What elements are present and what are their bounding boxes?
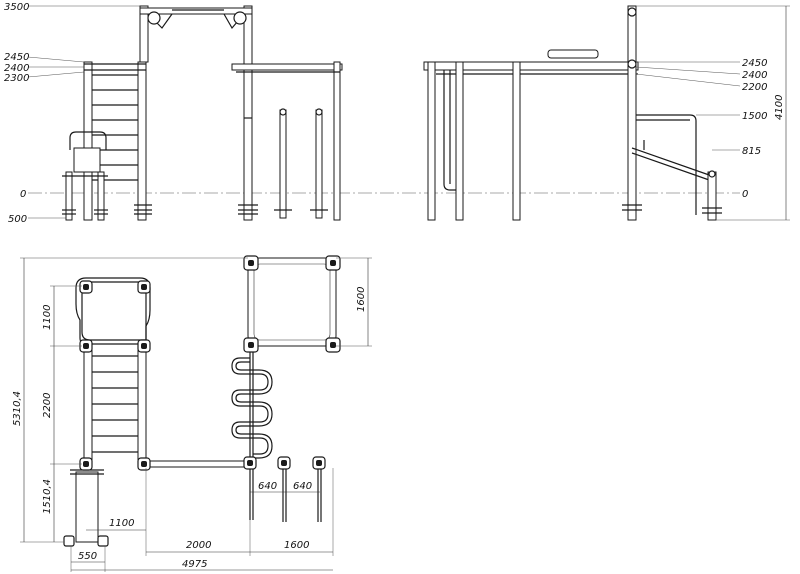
plan-nodes bbox=[63, 255, 341, 547]
plan-dim-1100-vertical: 1100 bbox=[42, 305, 53, 330]
side-total-height: 4100 bbox=[774, 95, 785, 120]
plan-dim-640-b: 640 bbox=[293, 481, 312, 492]
side-level-2400: 2400 bbox=[742, 70, 767, 81]
plan-dim-1510: 1510,4 bbox=[42, 479, 53, 514]
side-level-1500: 1500 bbox=[742, 111, 767, 122]
plan-dim-640-a: 640 bbox=[258, 481, 277, 492]
front-level-0: 0 bbox=[20, 189, 26, 200]
side-level-2450: 2450 bbox=[742, 58, 767, 69]
plan-dim-2200: 2200 bbox=[42, 393, 53, 418]
plan-dim-2000: 2000 bbox=[186, 540, 211, 551]
plan-view: 5310,4 1100 2200 1510,4 1600 640 640 110… bbox=[12, 255, 372, 572]
front-view: 3500 2450 2400 2300 0 500 bbox=[4, 2, 740, 225]
front-level-2450: 2450 bbox=[4, 52, 29, 63]
plan-dim-1600-horizontal: 1600 bbox=[284, 540, 309, 551]
plan-dim-4975: 4975 bbox=[182, 559, 207, 570]
side-level-815: 815 bbox=[742, 146, 761, 157]
side-view: 2450 2400 2200 1500 815 0 4100 bbox=[423, 5, 790, 221]
plan-dim-1100-horizontal: 1100 bbox=[109, 518, 134, 529]
front-level-3500: 3500 bbox=[4, 2, 29, 13]
side-level-0: 0 bbox=[742, 189, 748, 200]
plan-dim-1600-vertical: 1600 bbox=[356, 287, 367, 312]
side-level-2200: 2200 bbox=[742, 82, 767, 93]
front-level-500: 500 bbox=[8, 214, 27, 225]
plan-dim-total-depth: 5310,4 bbox=[12, 391, 23, 426]
plan-dim-550: 550 bbox=[78, 551, 97, 562]
front-level-2300: 2300 bbox=[4, 73, 29, 84]
front-level-2400: 2400 bbox=[4, 63, 29, 74]
